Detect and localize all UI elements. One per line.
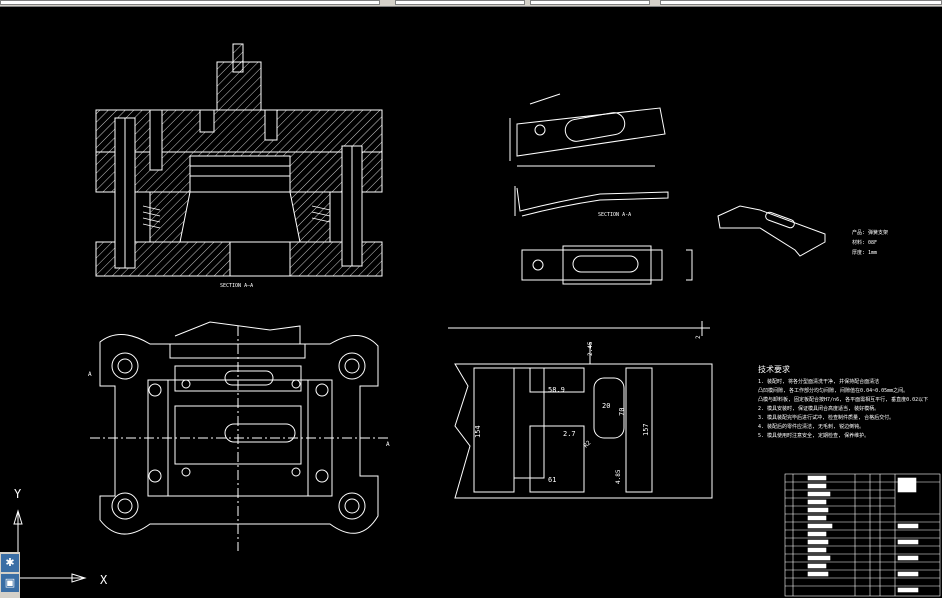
svg-text:154: 154 (474, 425, 482, 438)
svg-text:3. 模具装配完毕后进行试冲, 检查制件质量, 合格后交付。: 3. 模具装配完毕后进行试冲, 检查制件质量, 合格后交付。 (758, 414, 894, 421)
die-plan-view (90, 321, 390, 551)
ucs-y-label: Y (14, 487, 22, 501)
toolbar-field-3[interactable] (530, 0, 650, 5)
section-label-left: SECTION A—A (220, 283, 253, 289)
svg-text:技术要求: 技术要求 (758, 364, 790, 374)
part-top-view (509, 93, 666, 167)
svg-text:2: 2 (695, 335, 702, 339)
svg-text:58.9: 58.9 (548, 386, 565, 394)
layer-tool-icon[interactable]: ▣ (1, 574, 19, 592)
tool-palette: ✱ ▣ (0, 552, 20, 598)
svg-text:2.7: 2.7 (563, 430, 576, 438)
tech-requirements: 技术要求 1. 装配时, 将各分型面清洗干净, 并保持配合面清洁 凸凹模间隙, … (758, 364, 928, 439)
part-side-view (514, 186, 669, 217)
strip-dimensions: 2.45 58.9 20 70 2.7 154 157 61 4.85 R2 2 (474, 335, 702, 484)
ucs-x-label: X (100, 573, 108, 587)
part-name: 产品: 弹簧支架 (852, 229, 888, 236)
svg-text:R2: R2 (582, 439, 592, 449)
section-marker-a-right: A (386, 441, 390, 448)
toolbar-field-2[interactable] (395, 0, 525, 5)
svg-text:2.45: 2.45 (587, 341, 594, 356)
part-front-view (521, 245, 693, 285)
toolbar-field-4[interactable] (660, 0, 942, 5)
part-isometric-view (717, 205, 826, 257)
svg-text:凸凹模间隙, 各工作部分均匀间隙, 间隙值在0.04~0.0: 凸凹模间隙, 各工作部分均匀间隙, 间隙值在0.04~0.05mm之间。 (758, 387, 908, 394)
svg-text:4. 装配后的零件应清洁, 无毛刺, 锐边倒钝。: 4. 装配后的零件应清洁, 无毛刺, 锐边倒钝。 (758, 423, 864, 430)
cad-drawing-canvas[interactable]: SECTION A—A A A SECTION A-A (0, 6, 942, 598)
title-block-table (784, 473, 941, 597)
svg-text:61: 61 (548, 476, 556, 484)
svg-text:157: 157 (642, 423, 650, 436)
ucs-axis-icon (13, 509, 87, 583)
section-label-right: SECTION A-A (598, 212, 631, 218)
svg-text:70: 70 (618, 408, 626, 416)
toolbar-strip (0, 0, 942, 7)
svg-text:20: 20 (602, 402, 610, 410)
svg-text:1. 装配时, 将各分型面清洗干净, 并保持配合面清洁: 1. 装配时, 将各分型面清洗干净, 并保持配合面清洁 (758, 378, 879, 385)
part-thickness: 厚度: 1mm (852, 249, 877, 256)
section-marker-a-left: A (88, 371, 92, 378)
svg-text:凸模与卸料板, 固定板配合按H7/n6, 各平面需相互平行,: 凸模与卸料板, 固定板配合按H7/n6, 各平面需相互平行, 垂直度0.02以下 (758, 396, 928, 403)
svg-text:5. 模具使用时注意安全, 定期检查, 保养维护。: 5. 模具使用时注意安全, 定期检查, 保养维护。 (758, 432, 869, 439)
svg-text:2. 模具安装时, 保证模具闭合高度适当, 装好模柄。: 2. 模具安装时, 保证模具闭合高度适当, 装好模柄。 (758, 405, 879, 412)
svg-text:4.85: 4.85 (615, 469, 622, 484)
die-section-view (95, 43, 383, 277)
part-material: 材料: 08F (852, 239, 877, 246)
strip-layout-view (448, 321, 713, 499)
toolbar-field-1[interactable] (0, 0, 380, 5)
snap-tool-icon[interactable]: ✱ (1, 554, 19, 572)
